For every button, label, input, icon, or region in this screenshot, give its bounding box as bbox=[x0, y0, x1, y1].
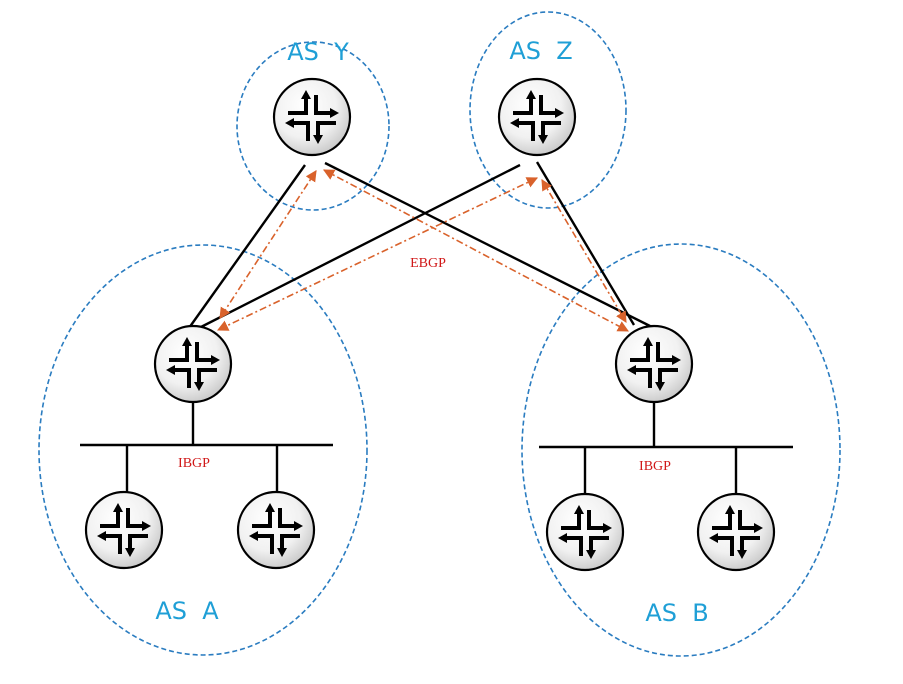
as-b-region bbox=[521, 243, 841, 657]
as-a-region bbox=[38, 244, 368, 656]
as-z-label: AS Z bbox=[509, 37, 572, 65]
ibgp-label-as-a: IBGP bbox=[178, 456, 210, 471]
router-icon bbox=[236, 490, 316, 570]
ebgp-session-y-b bbox=[323, 169, 629, 332]
ebgp-session-y-a bbox=[219, 170, 317, 319]
link-y-to-b bbox=[324, 161, 651, 328]
router-icon bbox=[84, 490, 164, 570]
router-icon bbox=[696, 492, 776, 572]
as-b-label: AS B bbox=[645, 599, 708, 627]
router-icon bbox=[153, 324, 233, 404]
router-icon bbox=[497, 77, 577, 157]
ebgp-session-z-b bbox=[541, 179, 627, 323]
router-icon bbox=[272, 77, 352, 157]
link-z-to-b bbox=[535, 161, 636, 326]
router-icon bbox=[614, 324, 694, 404]
as-y-label: AS Y bbox=[287, 38, 349, 66]
ibgp-label-as-b: IBGP bbox=[639, 459, 671, 474]
router-icon bbox=[545, 492, 625, 572]
as-a-label: AS A bbox=[155, 597, 219, 625]
ebgp-label: EBGP bbox=[410, 256, 446, 271]
ebgp-session-z-a bbox=[216, 177, 539, 331]
as-y-region bbox=[236, 41, 390, 211]
